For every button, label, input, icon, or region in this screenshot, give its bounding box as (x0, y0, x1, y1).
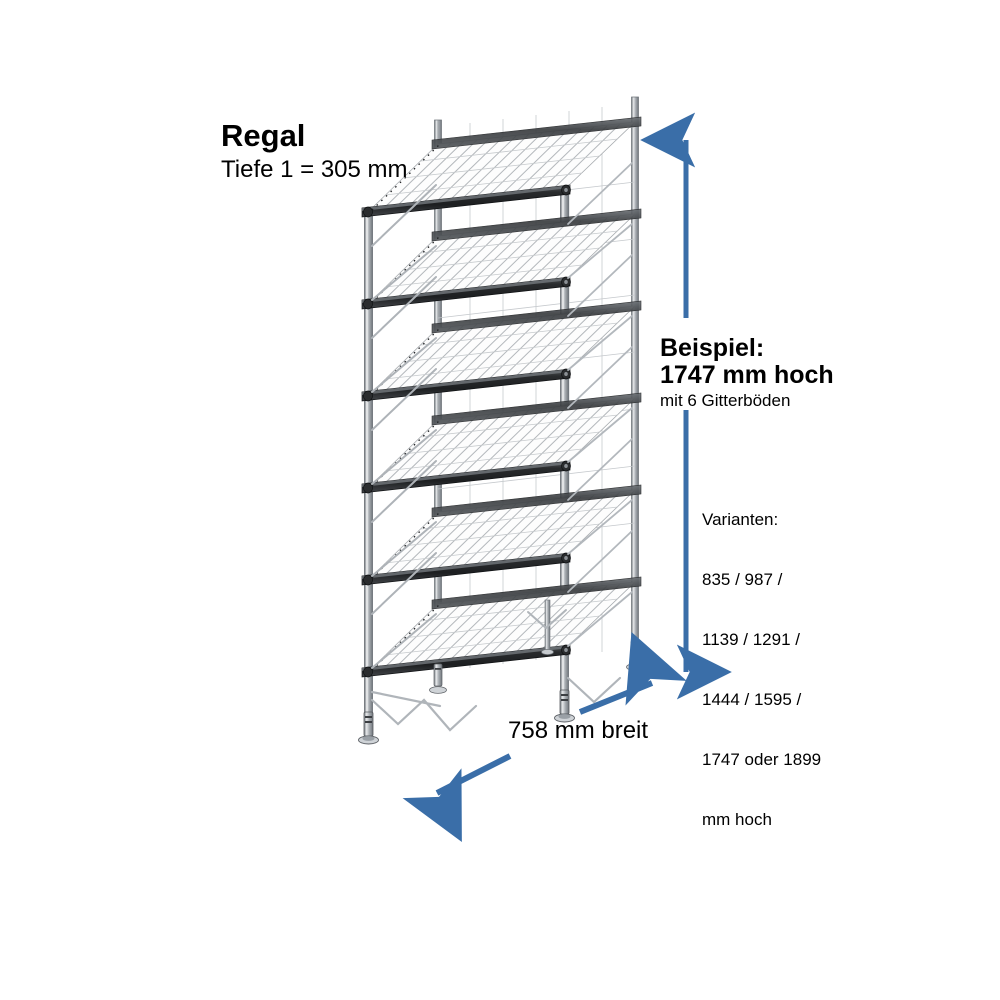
foot-rear-left (429, 663, 447, 694)
page-title: Regal (221, 118, 306, 153)
shelf-level-4 (361, 392, 642, 494)
shelving-unit-illustration (358, 96, 644, 745)
variants-line: mm hoch (702, 810, 772, 829)
variants-line: 1139 / 1291 / (702, 630, 800, 649)
variants-line: 1747 oder 1899 (702, 750, 822, 769)
depth-label: Tiefe 1 = 305 mm (221, 156, 408, 183)
foot-front-left (358, 711, 379, 745)
example-label: Beispiel: (660, 334, 765, 362)
side-braces-left (371, 184, 437, 669)
shelf-level-6 (361, 576, 642, 678)
variants-line: 1444 / 1595 / (702, 690, 802, 709)
shelf-level-1 (361, 116, 642, 218)
width-label: 758 mm breit (508, 717, 649, 744)
example-shelf-count-note: mit 6 Gitterböden (660, 391, 791, 410)
base-struts (370, 676, 622, 732)
foot-rear-right (626, 640, 644, 671)
shelf-level-5 (361, 484, 642, 586)
shelf-level-2 (361, 208, 642, 310)
centre-support (527, 599, 567, 655)
post-rear-right (631, 96, 639, 650)
dimension-width-arrow (402, 631, 687, 843)
height-variants-block: Varianten: 835 / 987 / 1139 / 1291 / 144… (702, 470, 821, 850)
variants-label: Varianten: (702, 510, 779, 529)
foot-front-right (554, 689, 575, 723)
post-front-left (364, 207, 373, 721)
example-height-value: 1747 mm hoch (660, 361, 834, 389)
side-braces-right (567, 162, 633, 647)
variants-line: 835 / 987 / (702, 570, 783, 589)
shelf-level-3 (361, 300, 642, 402)
